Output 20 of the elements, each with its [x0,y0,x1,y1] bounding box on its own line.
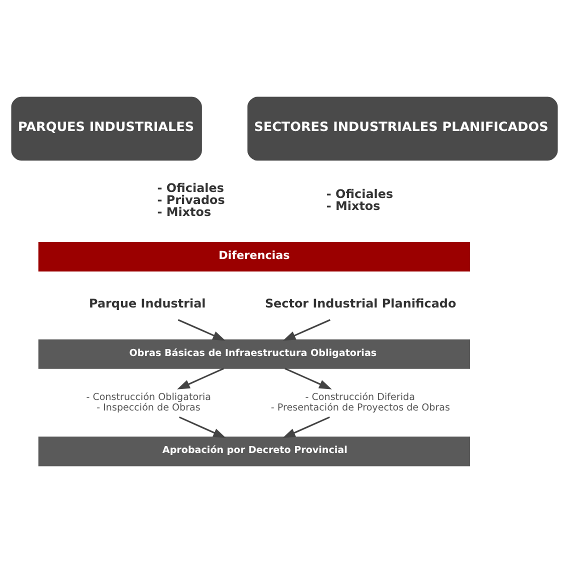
arrow [177,368,224,390]
node-box: PARQUES INDUSTRIALES [11,96,202,161]
node-box: Obras Básicas de Infraestructura Obligatorias [38,339,470,369]
arrow [282,319,330,341]
node-label: - Privados [157,193,225,208]
arrow [284,368,332,390]
node-box: SECTORES INDUSTRIALES PLANIFICADOS [247,96,558,161]
node-label: - Oficiales [157,181,224,196]
node-label: - Oficiales [326,187,394,202]
node-text: - Construcción Diferida - Presentación de Proyectos de Obras [270,392,450,414]
node-text: Parque Industrial [89,296,206,310]
node-text: - Construcción Obligatoria - Inspección de Obras [86,392,212,414]
node-box: Diferencias [38,242,470,272]
node-text: Sector Industrial Planificado [264,296,456,310]
arrow [178,319,226,341]
arrow [282,416,330,438]
node-label: - Mixtos [326,199,380,214]
arrow [179,416,226,438]
node-label: - Mixtos [157,205,212,220]
node-box: Aprobación por Decreto Provincial [38,436,470,466]
